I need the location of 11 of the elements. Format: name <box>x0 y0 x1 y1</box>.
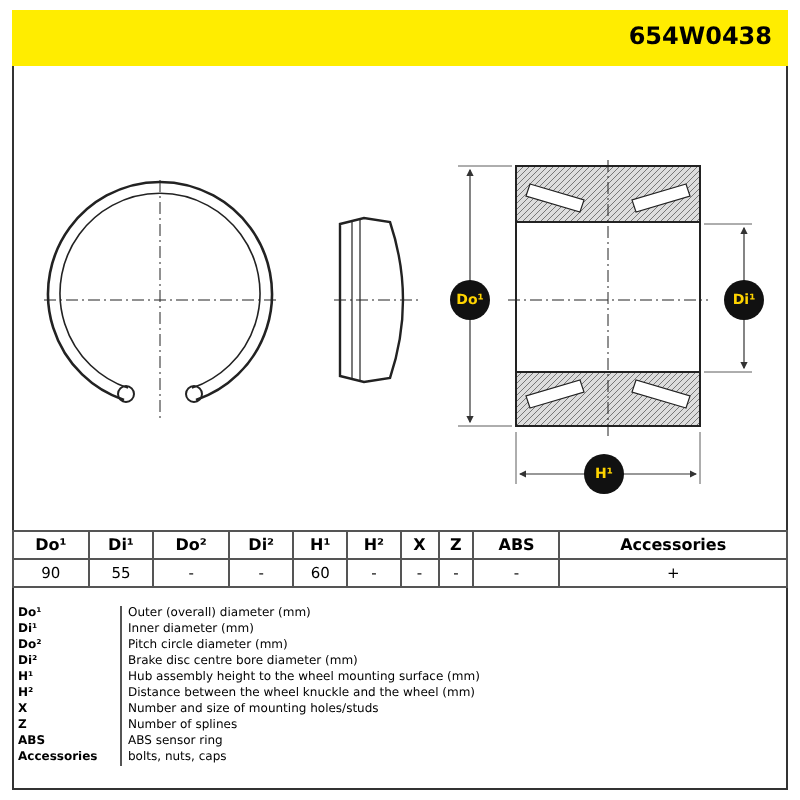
column-header: ABS <box>473 531 560 559</box>
part-number: 654W0438 <box>628 22 772 50</box>
column-header: Di¹ <box>88 531 154 559</box>
column-header: Z <box>438 531 474 559</box>
column-header: Di² <box>228 531 294 559</box>
column-header: Do¹ <box>13 531 89 559</box>
column-header: H² <box>347 531 401 559</box>
column-header: Do² <box>153 531 229 559</box>
column-header: X <box>400 531 438 559</box>
column-header: H¹ <box>293 531 348 559</box>
column-header: Accessories <box>559 531 787 559</box>
